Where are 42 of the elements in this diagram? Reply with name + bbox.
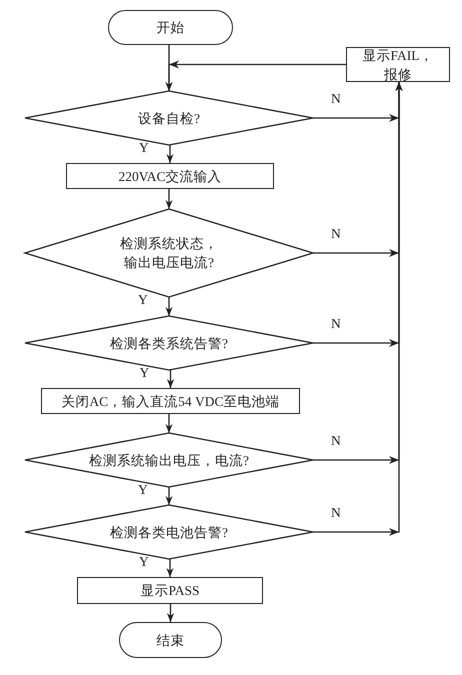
terminal-text: 开始 [156,19,184,37]
arrow [166,604,174,622]
process-box [66,163,274,189]
decision-diamond [25,433,313,487]
arrow [165,60,346,91]
terminal-shape [108,10,233,45]
edge-label: Y [139,141,149,155]
arrow [165,487,173,505]
process-box [346,47,450,82]
process-text: 关闭AC，输入直流54 VDC至电池端 [61,392,280,410]
arrow [165,297,173,316]
edge-label: Y [138,293,148,307]
process-box [41,388,300,414]
decision-diamond [25,91,313,145]
edge-label: N [331,506,341,520]
decision-text: 设备自检? [138,110,200,128]
terminal-shape [119,622,222,658]
edge-label: N [331,92,341,106]
arrow [166,145,174,163]
decision-text: 检测系统输出电压，电流? [89,452,249,470]
decision-diamond [25,316,313,370]
arrow [166,370,174,388]
decision-text: 检测系统状态，输出电压电流? [119,235,219,272]
edge-label: N [331,227,341,241]
edge-label: Y [139,555,149,569]
decision-text: 检测各类电池告警? [110,524,228,542]
arrow [166,559,174,577]
edge-label: Y [138,483,148,497]
edge-label: N [331,434,341,448]
process-text: 220VAC交流输入 [118,168,222,186]
decision-text: 检测各类系统告警? [110,334,228,352]
edge-label: Y [140,366,150,380]
process-text: 显示FAIL，报修 [362,46,434,84]
arrow [313,82,403,536]
edge-label: N [331,317,341,331]
arrow [165,414,173,433]
terminal-text: 结束 [156,632,184,650]
process-box [77,577,263,604]
arrow [165,189,173,209]
decision-diamond [25,505,313,559]
decision-diamond [25,209,313,297]
process-text: 显示PASS [140,582,200,600]
